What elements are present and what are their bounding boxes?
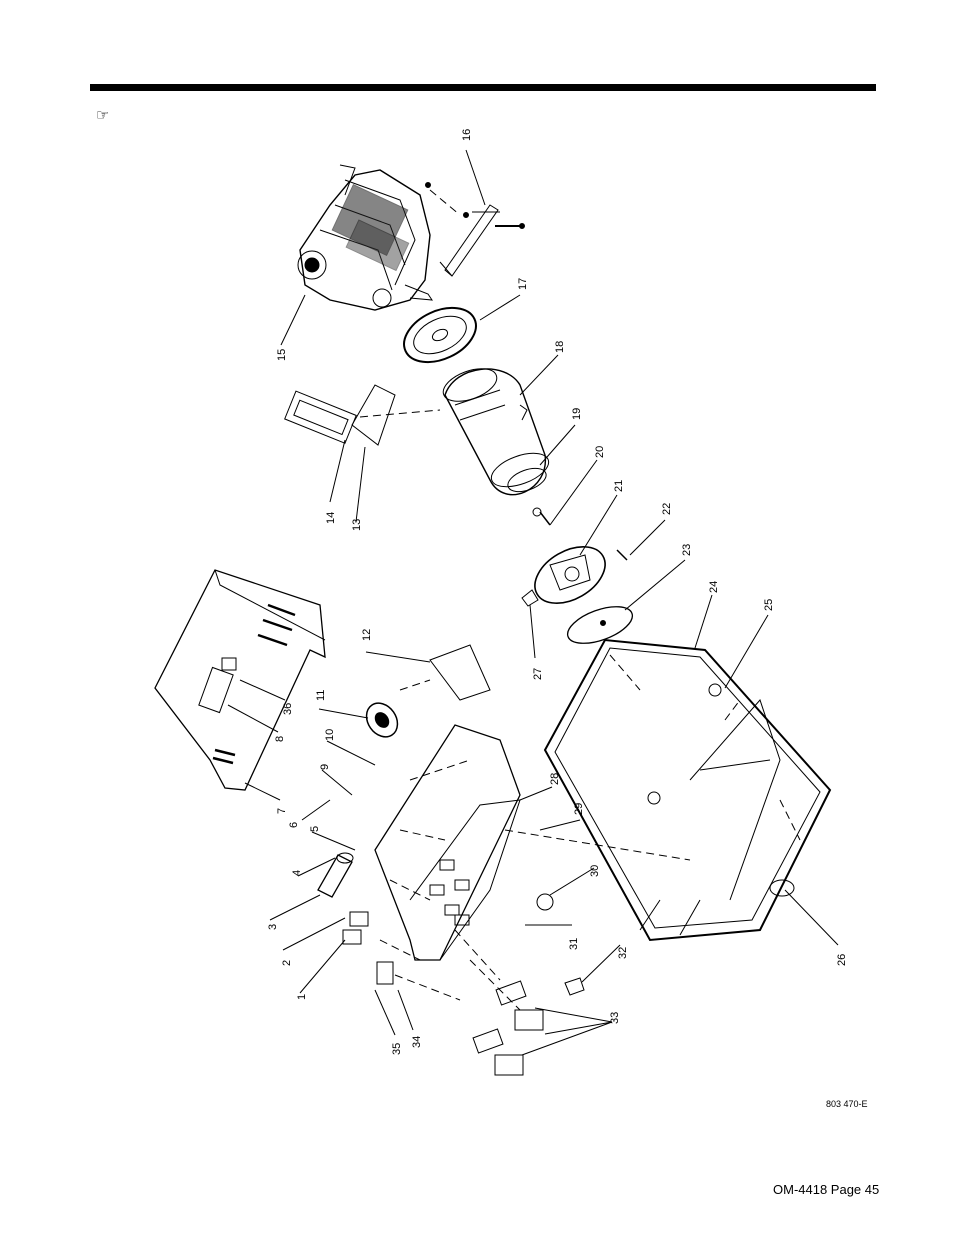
callout-3: 3 bbox=[267, 924, 279, 930]
receptacle-30 bbox=[536, 893, 554, 911]
callout-17: 17 bbox=[517, 278, 529, 290]
filter-housing bbox=[351, 384, 396, 446]
engine-assembly bbox=[297, 164, 433, 311]
callout-12: 12 bbox=[361, 629, 373, 641]
callout-30: 30 bbox=[589, 865, 601, 877]
top-cover bbox=[154, 569, 326, 791]
callout-6: 6 bbox=[288, 822, 300, 828]
plug-32 bbox=[564, 977, 585, 996]
callout-33: 33 bbox=[609, 1012, 621, 1024]
callout-14: 14 bbox=[325, 512, 337, 524]
callout-5: 5 bbox=[309, 826, 321, 832]
callout-34: 34 bbox=[411, 1036, 423, 1048]
callout-32: 32 bbox=[617, 947, 629, 959]
mounting-bracket bbox=[425, 182, 525, 277]
callout-9: 9 bbox=[319, 764, 331, 770]
page-footer: OM-4418 Page 45 bbox=[773, 1182, 880, 1197]
callout-22: 22 bbox=[661, 503, 673, 515]
control-panel-base bbox=[374, 724, 521, 961]
callout-4: 4 bbox=[291, 870, 303, 876]
circuit-breaker bbox=[342, 929, 362, 945]
callout-19: 19 bbox=[571, 408, 583, 420]
callout-35: 35 bbox=[391, 1043, 403, 1055]
bearing bbox=[365, 702, 399, 738]
air-filter bbox=[284, 390, 357, 444]
receptacle-plate bbox=[495, 980, 527, 1006]
pointing-hand-icon: ☞ bbox=[96, 106, 110, 124]
header-rule bbox=[90, 84, 876, 91]
callout-29: 29 bbox=[573, 803, 585, 815]
callout-18: 18 bbox=[554, 341, 566, 353]
capacitor-12 bbox=[429, 644, 491, 701]
callout-11: 11 bbox=[315, 690, 327, 701]
callout-2: 2 bbox=[281, 960, 293, 966]
callout-1: 1 bbox=[296, 994, 308, 1000]
drawing-number: 803 470-E bbox=[826, 1099, 868, 1109]
callout-20: 20 bbox=[594, 446, 606, 458]
callout-16: 16 bbox=[461, 129, 473, 141]
callout-8: 8 bbox=[274, 736, 286, 742]
through-bolt bbox=[539, 511, 551, 526]
end-bell bbox=[534, 546, 606, 604]
callout-10: 10 bbox=[324, 729, 336, 741]
terminal-block bbox=[376, 961, 394, 985]
callout-27: 27 bbox=[532, 668, 544, 680]
muffler bbox=[317, 854, 353, 898]
generator bbox=[442, 368, 550, 496]
callout-25: 25 bbox=[763, 599, 775, 611]
callout-31: 31 bbox=[568, 938, 580, 950]
callout-7: 7 bbox=[276, 808, 288, 814]
callout-15: 15 bbox=[276, 349, 288, 361]
bracket-27 bbox=[521, 589, 539, 607]
callout-28: 28 bbox=[549, 773, 561, 785]
callout-13: 13 bbox=[351, 519, 363, 531]
callout-21: 21 bbox=[613, 480, 625, 492]
callout-26: 26 bbox=[836, 954, 848, 966]
mount-plate bbox=[769, 879, 795, 897]
fan bbox=[403, 306, 477, 364]
callout-24: 24 bbox=[708, 581, 720, 593]
vibration-mount bbox=[708, 683, 722, 697]
callout-23: 23 bbox=[681, 544, 693, 556]
callout-36: 36 bbox=[282, 703, 294, 715]
frame bbox=[543, 638, 832, 942]
